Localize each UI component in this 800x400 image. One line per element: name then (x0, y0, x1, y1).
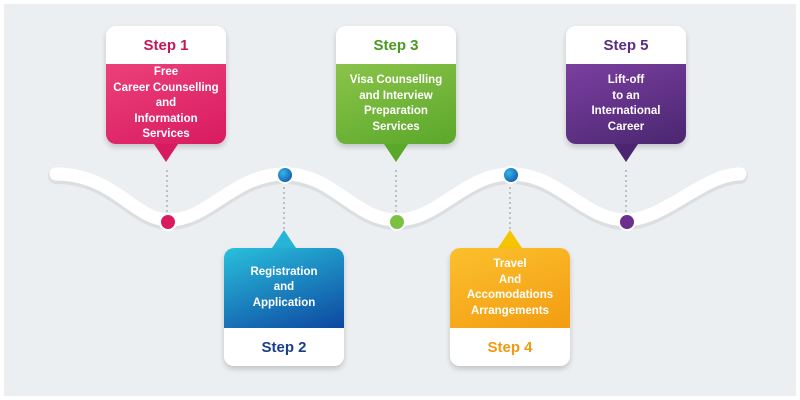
diagram-canvas: Step 1 Free Career Counselling and Infor… (4, 4, 796, 396)
step-2-card: Registration and Application Step 2 (224, 248, 344, 366)
step-4-node (502, 166, 520, 184)
step-5-title: Step 5 (566, 26, 686, 64)
step-1-pointer (154, 144, 178, 162)
step-3-title: Step 3 (336, 26, 456, 64)
step-5-node (618, 213, 636, 231)
step-2-node (276, 166, 294, 184)
step-5-text: Lift-off to an International Career (591, 74, 661, 133)
step-5-body: Lift-off to an International Career (566, 64, 686, 144)
step-4-card: Travel And Accomodations Arrangements St… (450, 248, 570, 366)
step-5-pointer (614, 144, 638, 162)
step-2-body: Registration and Application (224, 248, 344, 328)
step-4-pointer (498, 230, 522, 248)
step-3-body: Visa Counselling and Interview Preparati… (336, 64, 456, 144)
step-2-text: Registration and Application (250, 265, 318, 309)
step-4-body: Travel And Accomodations Arrangements (450, 248, 570, 328)
step-3-pointer (384, 144, 408, 162)
step-1-body: Free Career Counselling and Information … (106, 64, 226, 144)
step-5-card: Step 5 Lift-off to an International Care… (566, 26, 686, 144)
step-1-node (159, 213, 177, 231)
step-3-node (388, 213, 406, 231)
step-4-text: Travel And Accomodations Arrangements (466, 258, 554, 317)
step-4-title: Step 4 (450, 328, 570, 366)
step-2-pointer (272, 230, 296, 248)
step-1-title: Step 1 (106, 26, 226, 64)
step-2-title: Step 2 (224, 328, 344, 366)
step-3-text: Visa Counselling and Interview Preparati… (349, 74, 443, 133)
step-3-card: Step 3 Visa Counselling and Interview Pr… (336, 26, 456, 144)
step-1-text: Free Career Counselling and Information … (113, 66, 219, 141)
step-1-card: Step 1 Free Career Counselling and Infor… (106, 26, 226, 144)
